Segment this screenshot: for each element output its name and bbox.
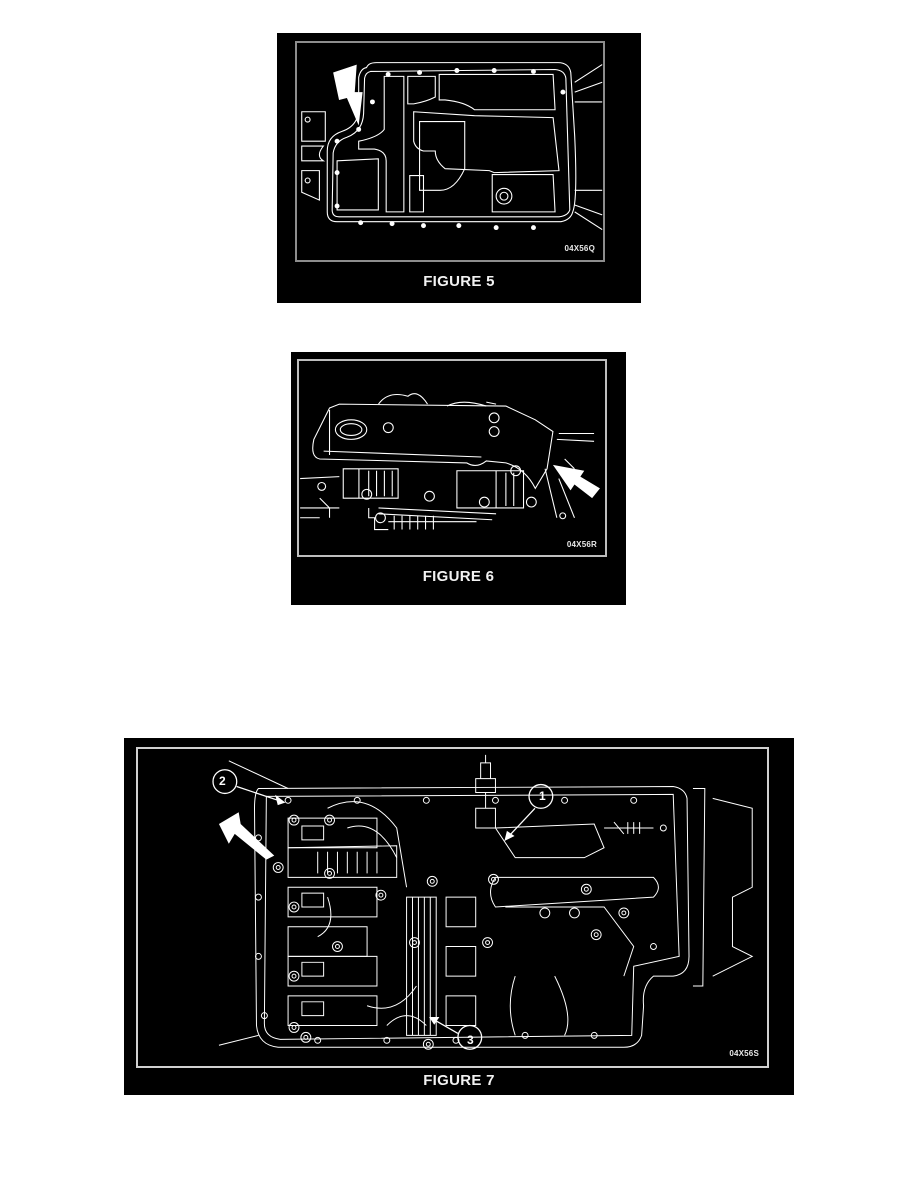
figure-5: 04X56Q FIGURE 5 bbox=[277, 33, 641, 303]
valve-cover-drawing bbox=[300, 393, 600, 531]
callout-label-3: 3 bbox=[467, 1033, 474, 1047]
figure-5-caption: FIGURE 5 bbox=[423, 273, 495, 290]
figure-7-illustration: 2 1 3 04X56S bbox=[136, 747, 769, 1068]
figure-6-image-code: 04X56R bbox=[566, 540, 597, 549]
oil-pan-drawing bbox=[301, 62, 603, 231]
figure-5-image-code: 04X56Q bbox=[564, 244, 595, 253]
figure-7-caption: FIGURE 7 bbox=[423, 1072, 495, 1089]
figure-5-illustration: 04X56Q bbox=[295, 41, 605, 262]
arrow-icon bbox=[333, 64, 363, 126]
callout-label-1: 1 bbox=[539, 789, 546, 803]
figure-6: 04X56R FIGURE 6 bbox=[291, 352, 626, 605]
figure-7-image-code: 04X56S bbox=[729, 1049, 759, 1058]
figure-7: 2 1 3 04X56S FIGURE 7 bbox=[124, 738, 794, 1095]
valve-body-drawing bbox=[212, 754, 754, 1050]
callout-1 bbox=[504, 783, 554, 842]
callout-3 bbox=[429, 1016, 483, 1050]
arrow-icon bbox=[218, 812, 275, 860]
arrow-icon bbox=[552, 464, 600, 499]
callout-label-2: 2 bbox=[219, 774, 226, 788]
figure-6-caption: FIGURE 6 bbox=[422, 568, 495, 585]
figure-6-illustration: 04X56R bbox=[297, 359, 607, 557]
callout-2 bbox=[212, 769, 286, 806]
